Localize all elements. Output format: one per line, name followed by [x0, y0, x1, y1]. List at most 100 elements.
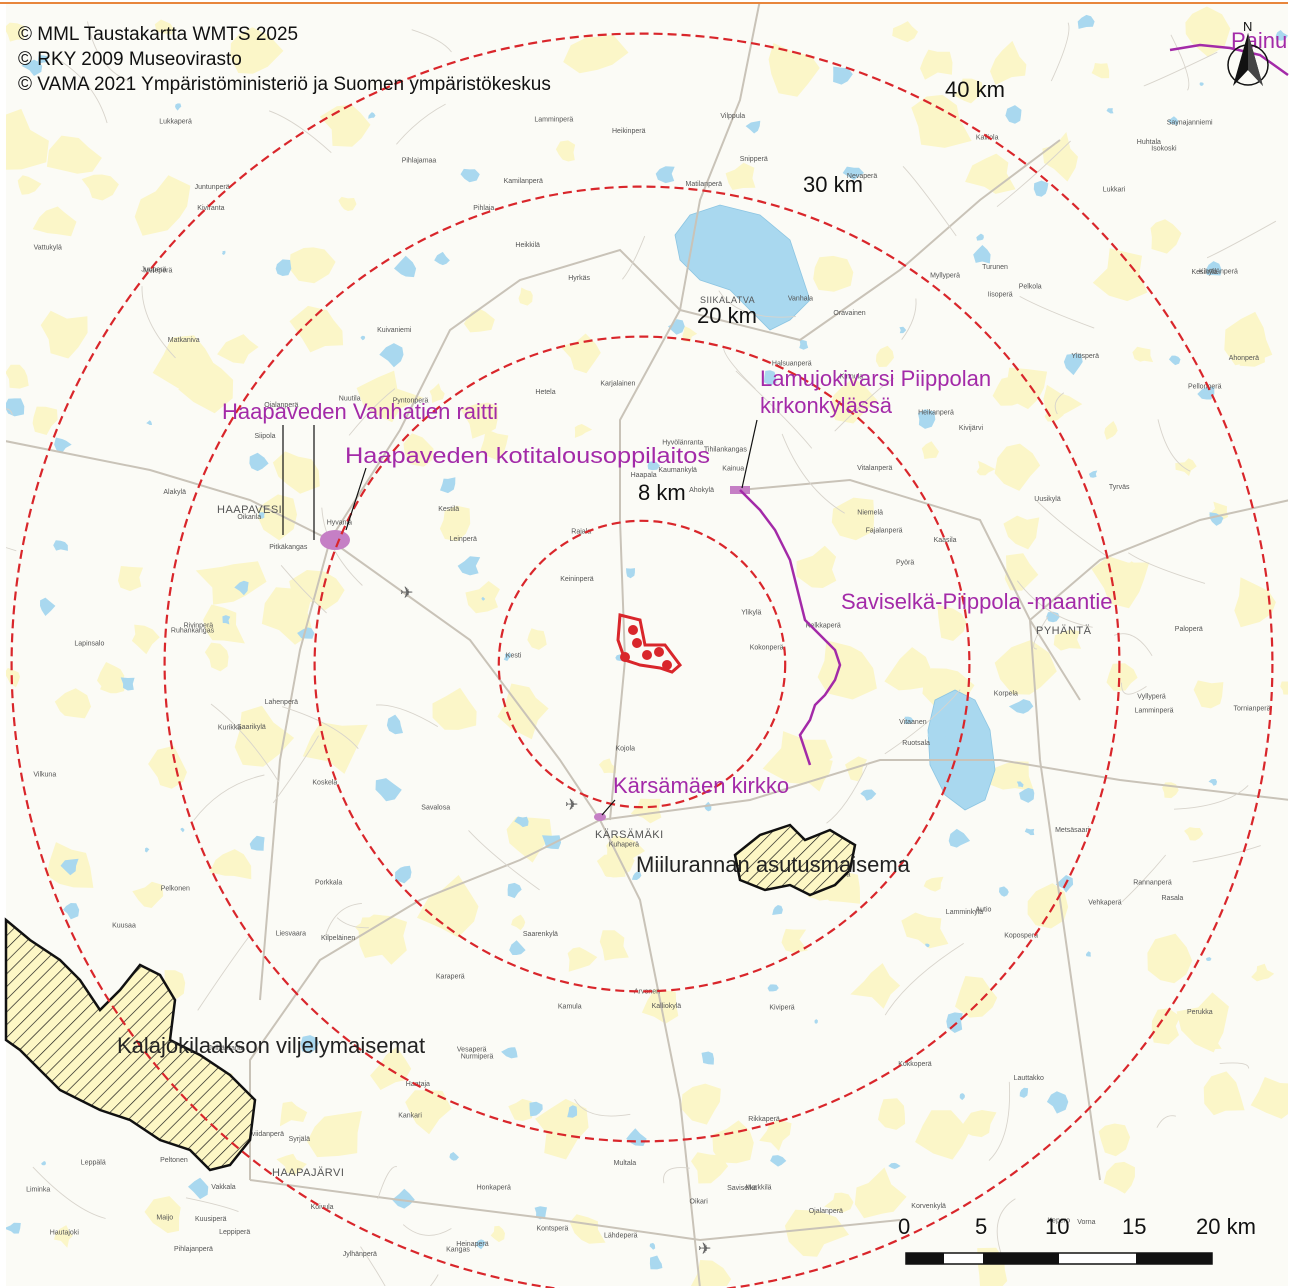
- ring-label-20km: 20 km: [697, 303, 757, 328]
- turbine-marker[interactable]: [642, 650, 652, 660]
- saviselka-piippola-road[interactable]: [739, 489, 842, 766]
- field-patch: [796, 545, 837, 588]
- pond: [842, 166, 864, 181]
- field-patch: [1092, 248, 1148, 302]
- place-name: Siipola: [255, 433, 276, 440]
- field-patch: [1053, 629, 1082, 651]
- place-name: Tihilankangas: [704, 447, 747, 454]
- pond: [1019, 1087, 1029, 1098]
- pond: [222, 615, 231, 625]
- field-patch: [630, 798, 662, 824]
- label-miilurannan-asutusmaisema[interactable]: Miilurannan asutusmaisema: [636, 852, 911, 877]
- water-bodies: [6, 14, 1288, 1270]
- place-name: Isokoski: [1151, 145, 1177, 152]
- pond: [507, 882, 522, 899]
- minor-road: [197, 934, 251, 1011]
- place-name: Ruotsala: [902, 740, 930, 747]
- minor-road: [781, 433, 845, 514]
- place-name: Porkkala: [315, 880, 342, 887]
- place-name: Saarenkylä: [523, 931, 558, 938]
- pond: [60, 858, 79, 876]
- pond: [772, 905, 783, 915]
- label-haapaveden-vanhatien-raitti[interactable]: Haapaveden Vanhatien raitti: [222, 399, 498, 424]
- field-patch: [144, 1196, 181, 1234]
- airport-icon: ✈: [400, 585, 413, 602]
- pond: [1206, 261, 1222, 276]
- field-patch: [432, 687, 477, 730]
- field-areas: [6, 6, 1288, 1286]
- place-name: Kainua: [722, 466, 744, 473]
- place-name: Karaperä: [436, 974, 465, 981]
- place-name: Liesvaara: [276, 931, 306, 938]
- label-saviselka-piippola-maantie[interactable]: Saviselkä-Piippola -maantie: [841, 589, 1112, 614]
- place-name: Leinperä: [450, 536, 477, 543]
- minor-road: [574, 1098, 631, 1117]
- pond: [1205, 957, 1212, 961]
- pond: [649, 1242, 656, 1250]
- place-name: Kepero: [1047, 1218, 1070, 1225]
- place-name: Vakkala: [211, 1184, 235, 1191]
- place-name: Pyörä: [896, 560, 914, 567]
- field-patch: [465, 581, 500, 614]
- ring-label-40km: 40 km: [945, 77, 1005, 102]
- town-label-karsamaki: KÄRSÄMÄKI: [595, 829, 664, 841]
- place-name: Vitaanen: [899, 719, 927, 726]
- ring-label-8km: 8 km: [638, 480, 686, 505]
- project-area[interactable]: [616, 613, 683, 674]
- field-patch: [439, 505, 471, 542]
- label-karsamaen-kirkko[interactable]: Kärsämäen kirkko: [613, 773, 789, 798]
- field-patch: [830, 378, 878, 424]
- label-lamujokivarsi-line1[interactable]: Lamujokivarsi Piippolan: [760, 366, 991, 391]
- pond: [449, 1152, 459, 1161]
- field-patch: [1234, 577, 1276, 628]
- field-patch: [97, 662, 125, 692]
- turbine-marker[interactable]: [628, 625, 638, 635]
- pond: [973, 245, 991, 264]
- road: [609, 309, 681, 821]
- road: [739, 478, 1081, 701]
- label-lamujokivarsi-line2[interactable]: kirkonkylässä: [760, 393, 893, 418]
- field-patch: [276, 1153, 307, 1176]
- scale-tick-0: 0: [898, 1214, 910, 1239]
- lake: [674, 204, 811, 331]
- label-haapaveden-kotitalousoppilaitos[interactable]: Haapaveden kotitalousoppilaitos: [345, 443, 710, 468]
- pond: [41, 1161, 46, 1166]
- field-patch: [1091, 556, 1150, 609]
- place-name: Meleperä: [143, 268, 172, 275]
- place-name: Kaumankylä: [658, 467, 697, 474]
- place-name: Rannanperä: [1133, 880, 1172, 887]
- label-kalajokilaakson-viljelymaisemat[interactable]: Kalajokilaakson viljelymaisemat: [117, 1033, 425, 1058]
- turbine-marker[interactable]: [620, 652, 630, 662]
- place-name: Uusikylä: [1034, 496, 1061, 503]
- turbine-marker[interactable]: [654, 647, 664, 657]
- road: [1029, 619, 1101, 1181]
- field-patch: [1091, 63, 1110, 79]
- place-name: Multala: [614, 1160, 637, 1167]
- field-patch: [405, 1090, 452, 1135]
- place-name: Honkaperä: [477, 1185, 511, 1192]
- minor-road: [396, 103, 446, 145]
- field-patch: [32, 206, 77, 237]
- place-name: Ojalanperä: [264, 402, 298, 409]
- place-name: Saynajanniemi: [1167, 120, 1213, 127]
- miilurannan-area[interactable]: [733, 823, 857, 897]
- field-patch: [356, 370, 424, 423]
- field-patch: [992, 374, 1033, 406]
- field-patch: [1147, 933, 1193, 984]
- field-patch: [217, 334, 259, 364]
- field-patch: [574, 424, 593, 438]
- minor-road: [282, 706, 359, 749]
- field-patch: [555, 140, 576, 162]
- place-name: Pelkonen: [161, 885, 190, 892]
- pond: [386, 714, 403, 735]
- pond: [899, 326, 907, 334]
- place-name: Ylikylä: [741, 609, 761, 616]
- field-patch: [1251, 963, 1275, 982]
- turbine-marker[interactable]: [632, 638, 642, 648]
- place-name: Leppälä: [81, 1159, 106, 1166]
- minor-road: [141, 286, 176, 359]
- turbine-marker[interactable]: [662, 660, 672, 670]
- place-name: Rikkaperä: [748, 1116, 780, 1123]
